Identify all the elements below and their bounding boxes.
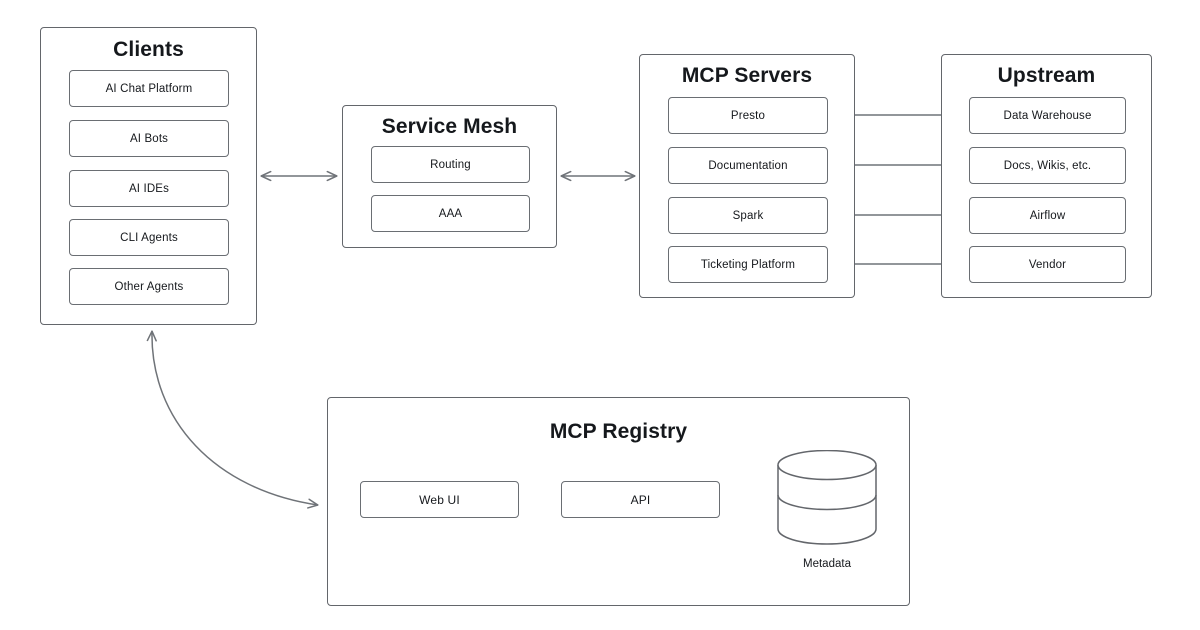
node-spark[interactable]: Spark — [668, 197, 828, 234]
node-routing[interactable]: Routing — [371, 146, 530, 183]
node-web-ui[interactable]: Web UI — [360, 481, 519, 518]
node-other-agents[interactable]: Other Agents — [69, 268, 229, 305]
node-ai-bots[interactable]: AI Bots — [69, 120, 229, 157]
link-mcp-registry-clients — [152, 331, 318, 505]
group-upstream: Upstream Data Warehouse Docs, Wikis, etc… — [941, 54, 1152, 298]
cylinder-icon — [777, 449, 877, 545]
node-ai-chat-platform[interactable]: AI Chat Platform — [69, 70, 229, 107]
node-ai-ides[interactable]: AI IDEs — [69, 170, 229, 207]
node-aaa[interactable]: AAA — [371, 195, 530, 232]
group-mcp-registry-title: MCP Registry — [549, 420, 688, 443]
node-ticketing-platform[interactable]: Ticketing Platform — [668, 246, 828, 283]
group-upstream-title: Upstream — [997, 64, 1096, 87]
group-mcp-servers: MCP Servers Presto Documentation Spark T… — [639, 54, 855, 298]
group-mcp-servers-title: MCP Servers — [681, 64, 813, 87]
node-documentation[interactable]: Documentation — [668, 147, 828, 184]
node-airflow[interactable]: Airflow — [969, 197, 1126, 234]
group-clients-title: Clients — [113, 38, 184, 61]
node-data-warehouse[interactable]: Data Warehouse — [969, 97, 1126, 134]
node-docs-wikis[interactable]: Docs, Wikis, etc. — [969, 147, 1126, 184]
group-service-mesh-title: Service Mesh — [381, 115, 518, 138]
node-api[interactable]: API — [561, 481, 720, 518]
group-mcp-registry: MCP Registry Web UI API Metadata — [327, 397, 910, 606]
group-clients: Clients AI Chat Platform AI Bots AI IDEs… — [40, 27, 257, 325]
node-cli-agents[interactable]: CLI Agents — [69, 219, 229, 256]
node-vendor[interactable]: Vendor — [969, 246, 1126, 283]
database-metadata[interactable]: Metadata — [775, 449, 879, 580]
group-service-mesh: Service Mesh Routing AAA — [342, 105, 557, 248]
database-metadata-label: Metadata — [803, 558, 851, 570]
node-presto[interactable]: Presto — [668, 97, 828, 134]
